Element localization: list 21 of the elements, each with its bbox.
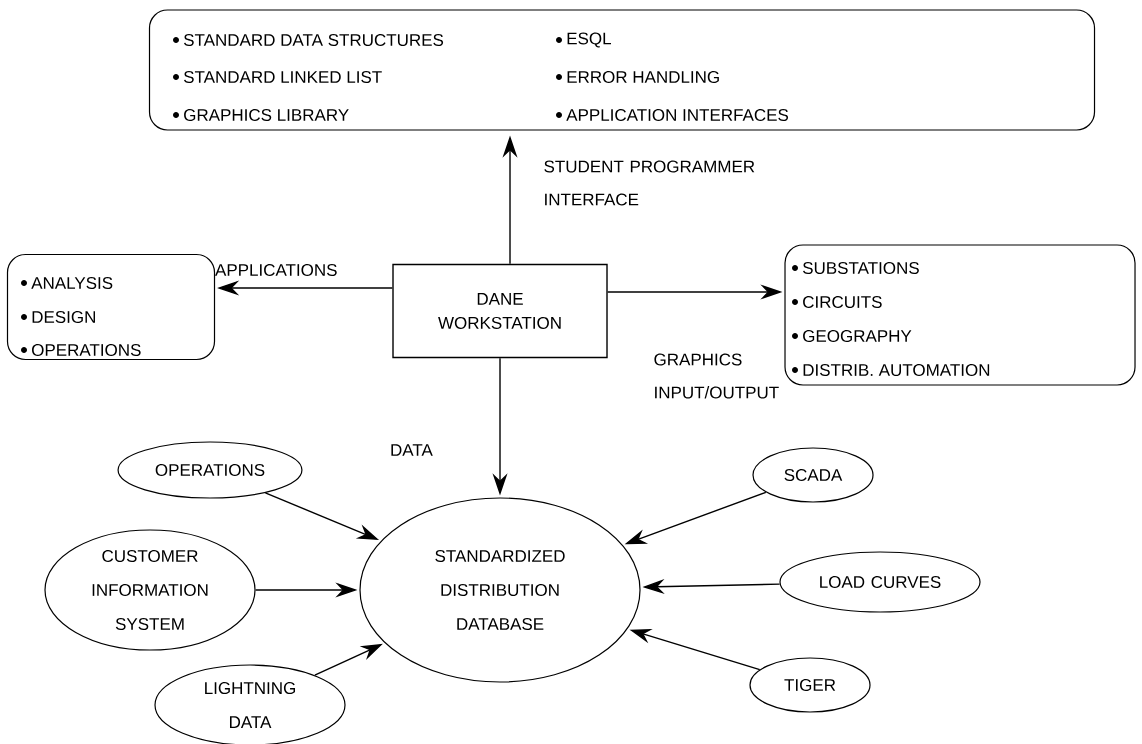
list-item: SUBSTATIONS [803,262,919,275]
edge-label: DATA [391,444,433,456]
list-item: STANDARD DATA STRUCTURES [183,34,444,46]
list-item: STANDARD LINKED LIST [183,71,382,84]
list-box [148,9,1096,131]
list-item: DESIGN [32,311,95,324]
list-box [784,244,1136,386]
process-box: DANE WORKSTATION [392,263,608,359]
list-box [6,253,216,361]
list-item: OPERATIONS [32,344,141,357]
edge-label: APPLICATIONS [215,264,337,277]
edge-label: STUDENT PROGRAMMER INTERFACE [544,160,755,206]
list-item: CIRCUITS [803,296,882,309]
list-item: ESQL [567,32,611,48]
list-item: ANALYSIS [31,277,113,290]
list-item: ERROR HANDLING [567,71,719,84]
list-item: GEOGRAPHY [803,330,912,343]
list-item: GRAPHICS LIBRARY [184,109,349,122]
edge-label: GRAPHICS INPUT/OUTPUT [654,353,779,399]
list-item: APPLICATION INTERFACES [566,109,789,122]
list-item: DISTRIB. AUTOMATION [803,364,990,377]
